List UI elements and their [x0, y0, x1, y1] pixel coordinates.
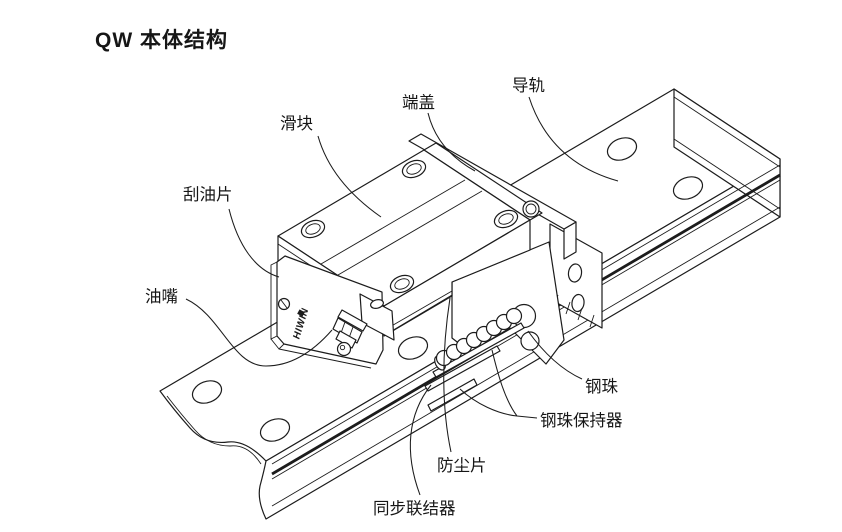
leader-oil-scraper	[228, 208, 280, 278]
leader-slider	[317, 135, 382, 218]
block-threaded-holes	[300, 159, 519, 294]
leader-end-cap	[427, 112, 476, 172]
page-title: QW 本体结构	[95, 29, 228, 52]
label-ball-retainer: 钢珠保持器	[540, 411, 623, 430]
sync-connector-strip	[427, 378, 478, 412]
label-steel-ball: 钢珠	[585, 377, 619, 396]
leader-ball-retainer	[459, 349, 538, 419]
rail-mounting-holes	[191, 137, 704, 442]
label-slider: 滑块	[280, 114, 313, 133]
label-guide-rail: 导轨	[512, 76, 545, 95]
grease-nipple-drawing	[332, 309, 368, 357]
label-dust-sheet: 防尘片	[437, 456, 487, 475]
dust-strip	[387, 290, 453, 333]
leader-steel-ball	[527, 330, 583, 380]
leader-lines	[185, 96, 619, 496]
leader-grease-nipple	[185, 298, 333, 367]
leader-guide-rail	[528, 96, 619, 182]
steel-balls	[434, 307, 523, 371]
part-labels: 滑块 端盖 导轨 刮油片 油嘴 钢珠 钢珠保持器 防尘片 同步联结器	[145, 76, 623, 518]
label-end-cap: 端盖	[402, 93, 435, 112]
label-grease-nipple: 油嘴	[145, 287, 178, 306]
leader-sync-connector	[409, 384, 432, 496]
leader-dust-sheet	[443, 297, 452, 453]
slider-block-drawing: HIWIN	[270, 149, 531, 369]
end-cap-drawing	[408, 133, 603, 329]
label-sync-connector: 同步联结器	[373, 499, 456, 518]
label-oil-scraper: 刮油片	[183, 185, 233, 204]
logo-mark	[297, 309, 305, 317]
